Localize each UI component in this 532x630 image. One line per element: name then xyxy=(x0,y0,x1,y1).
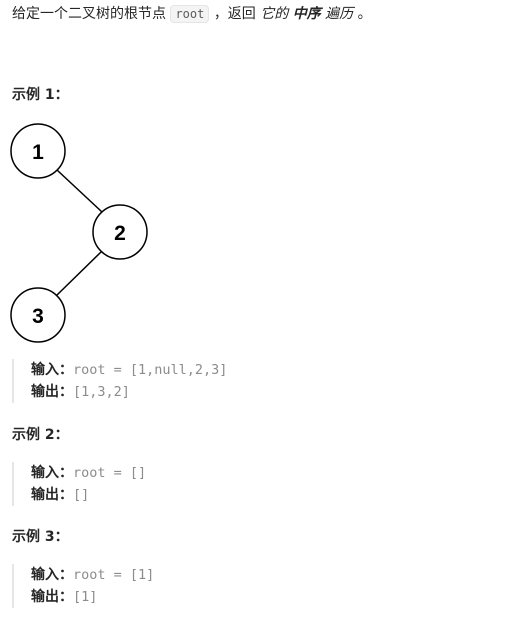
input-label: 输入： xyxy=(31,465,73,481)
tree-node-circle xyxy=(10,287,66,343)
example-1-block: 输入：root = [1,null,2,3] 输出：[1,3,2] xyxy=(12,359,227,403)
input-value: root = [1] xyxy=(73,567,155,583)
tree-node-label: 2 xyxy=(114,222,126,245)
output-value: [] xyxy=(73,487,90,503)
output-value: [1] xyxy=(73,589,98,605)
example-1-heading: 示例 1： xyxy=(12,87,69,103)
tree-node-circle xyxy=(10,123,66,179)
input-value: root = [1,null,2,3] xyxy=(73,362,228,378)
example-3-block: 输入：root = [1] 输出：[1] xyxy=(12,564,154,608)
description-text: ，返回 xyxy=(213,6,256,22)
tree-node-label: 3 xyxy=(32,305,44,328)
tree-node-circle xyxy=(92,204,148,260)
output-label: 输出： xyxy=(31,487,73,503)
tree-edge xyxy=(56,251,102,296)
problem-description: 给定一个二叉树的根节点 root ，返回 它的 中序 遍历 。 xyxy=(12,3,372,25)
example-3-heading: 示例 3： xyxy=(12,529,69,545)
description-emphasis: 遍历 xyxy=(325,6,354,22)
description-emphasis: 它的 xyxy=(260,6,289,22)
description-strong: 中序 xyxy=(292,6,321,22)
output-label: 输出： xyxy=(31,589,73,605)
input-label: 输入： xyxy=(31,362,73,378)
binary-tree-diagram: 1 2 3 xyxy=(10,123,148,343)
example-2-heading: 示例 2： xyxy=(12,427,69,443)
description-text: 给定一个二叉树的根节点 xyxy=(12,6,166,22)
output-value: [1,3,2] xyxy=(73,384,130,400)
example-2-block: 输入：root = [] 输出：[] xyxy=(12,462,146,506)
tree-node-label: 1 xyxy=(32,141,44,164)
input-label: 输入： xyxy=(31,567,73,583)
description-text: 。 xyxy=(357,6,372,22)
inline-code-root: root xyxy=(170,5,210,23)
tree-edge xyxy=(56,169,103,213)
output-label: 输出： xyxy=(31,384,73,400)
input-value: root = [] xyxy=(73,465,147,481)
